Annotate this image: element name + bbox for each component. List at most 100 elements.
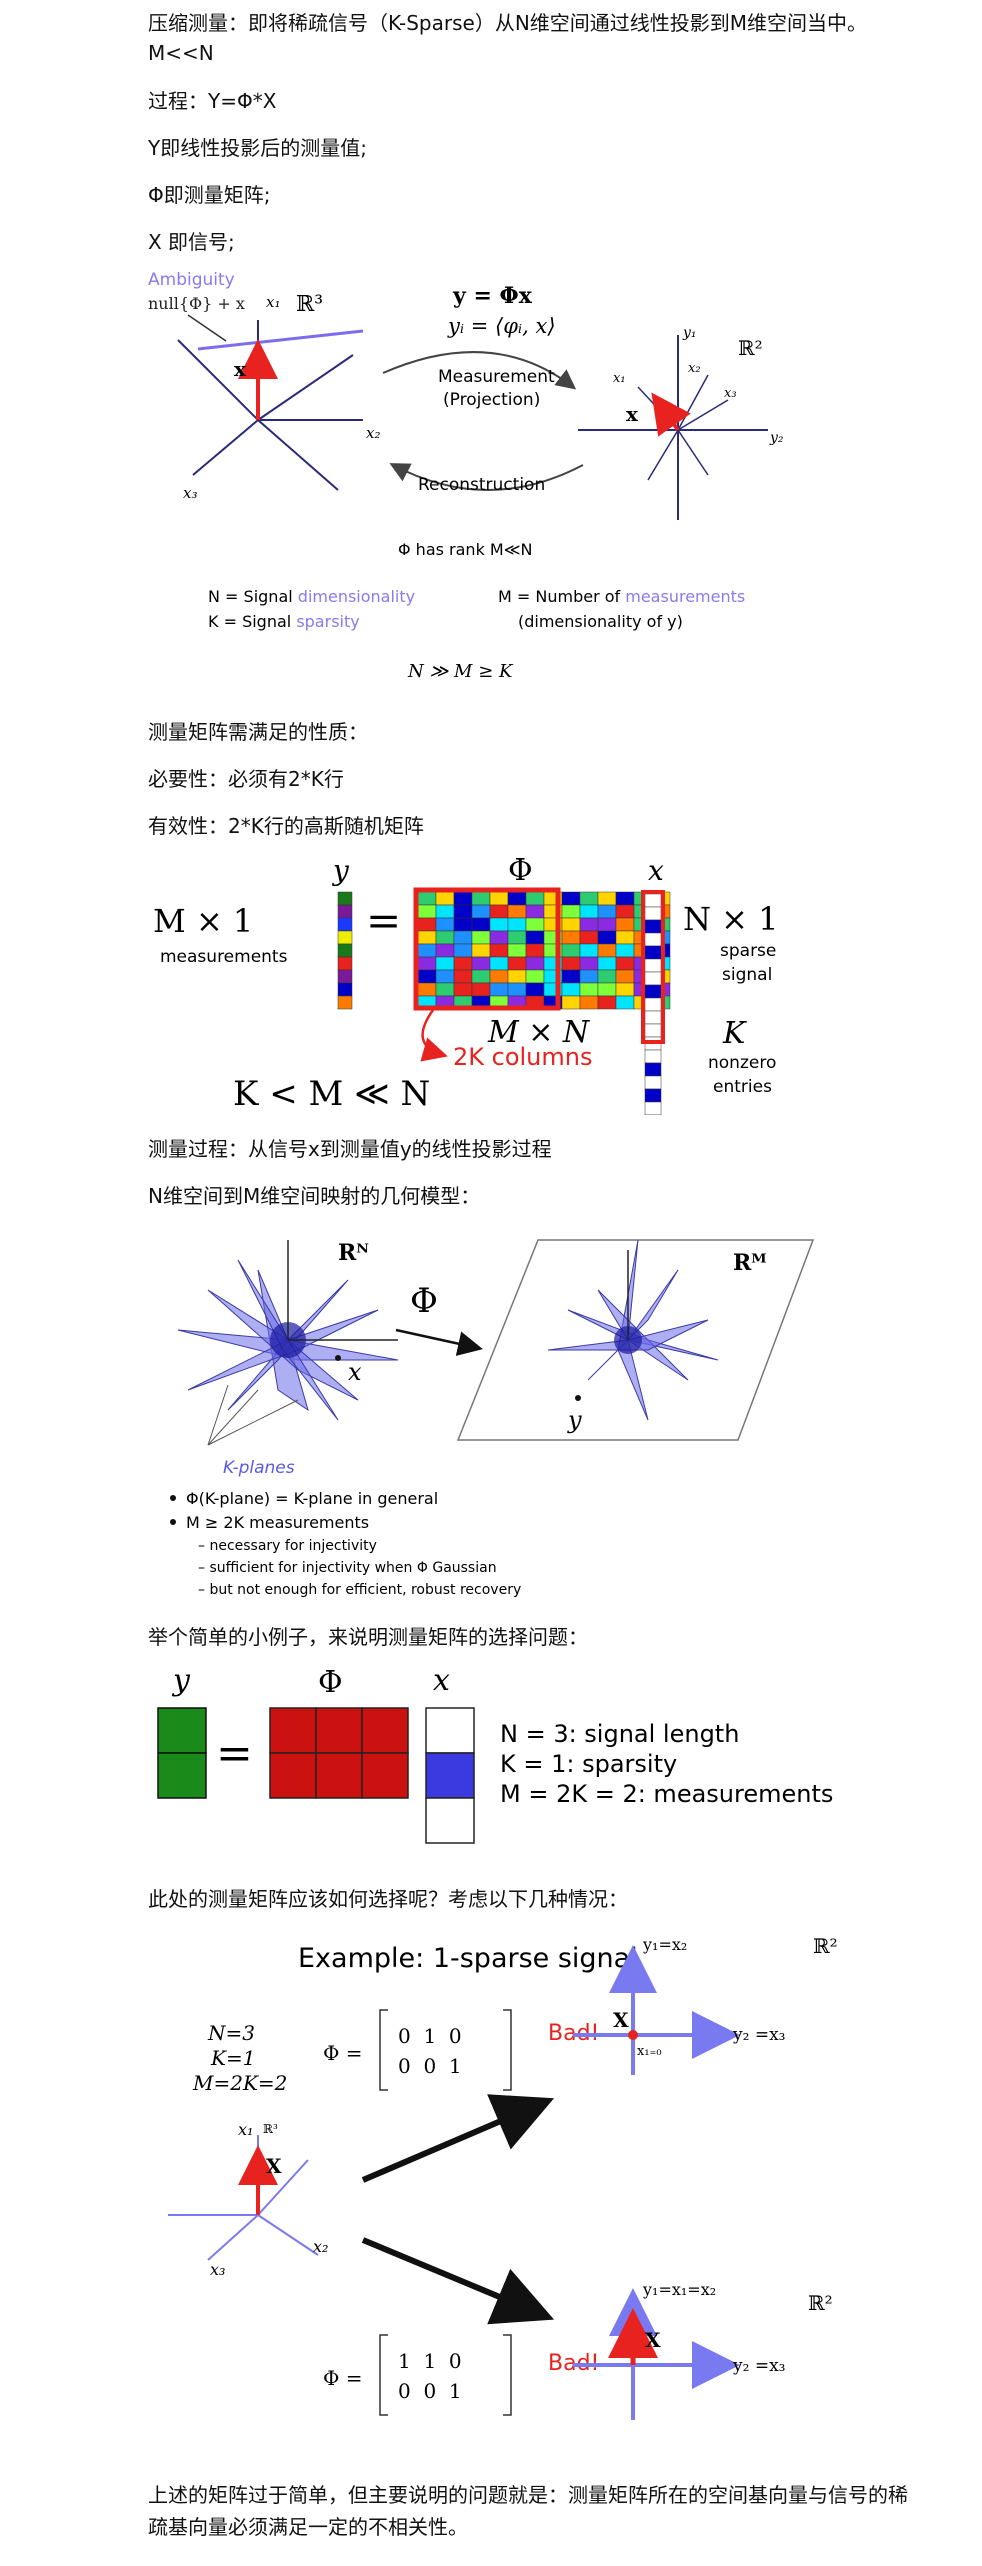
equals-sign: = [216,1728,253,1779]
measurement-arrow [382,351,577,390]
x3-axis-label: x₃ [183,484,197,502]
phi-matrix-cell [417,904,437,919]
left-3d-axes [168,2135,319,2261]
x-point-label: x [348,1358,362,1386]
rm-plane [456,1239,815,1441]
y-vector-cell [337,995,353,1010]
x-symbol: x [648,854,664,887]
phi-matrix-cell [507,969,527,984]
phi-matrix-cell [579,917,599,932]
bullet-1 [170,1495,176,1501]
phi-matrix-cell [507,891,527,906]
phi-matrix-cell [615,969,635,984]
y-cell-2 [157,1752,207,1799]
phi-matrix-cell [507,930,527,945]
phi-matrix-cell [471,969,491,984]
y1-x1-x2-label: y₁=x₁=x₂ [642,2280,716,2299]
phi-matrix-cell [453,969,473,984]
kplane-pointer-1 [207,1384,229,1446]
simple-example-diagram: y Φ x = N = 3: signal length K = 1: spar… [157,1663,833,1844]
phi-matrix-cell [453,982,473,997]
sparse-label: sparse [720,941,776,961]
phi-matrix-cell [489,969,509,984]
y-vector-cell [337,956,353,971]
phi-symbol: Φ [318,1665,343,1700]
arrow-to-case-2 [361,2237,555,2325]
x1-small-label: x₁ [613,371,626,386]
phi-2x3-matrix [269,1707,409,1799]
k-m-n-inequality: K < M ≪ N [233,1074,430,1114]
x-label-left: X [266,2154,282,2178]
sub-bullet-3: – but not enough for efficient, robust r… [198,1582,521,1598]
ambiguity-pointer [187,314,227,342]
phi-matrix-cell [435,904,455,919]
phi-matrix-cell [597,930,617,945]
phi-matrix-cell [597,982,617,997]
x-vector-cell [644,945,662,960]
x1-zero-label: x₁₌₀ [637,2044,662,2059]
y-vector-cell [337,982,353,997]
bullet-2-text: M ≥ 2K measurements [186,1513,369,1532]
phi-matrix-cell [525,956,545,971]
phi-matrix-cell [507,956,527,971]
sparsity-label: K = 1: sparsity [500,1750,677,1778]
k-planes-label: K-planes [223,1458,295,1478]
rn-label: Rᴺ [338,1240,369,1266]
phi-matrix-cell [453,956,473,971]
phi-matrix-cell [615,956,635,971]
phi-matrix-cell [471,982,491,997]
phi-1-row-1: 0 1 0 [398,2024,462,2048]
y-vector-cell [337,930,353,945]
phi-matrix-cell [453,943,473,958]
m-by-1-label: M × 1 [153,902,253,940]
measurements-count-label: M = 2K = 2: measurements [500,1780,833,1808]
phi-matrix-cell [489,982,509,997]
x-label-top: X [613,2008,629,2032]
null-space-line [197,329,364,351]
n3-label: N=3 [207,2021,255,2045]
phi-matrix-cell [597,956,617,971]
phi-matrix [417,891,671,1010]
phi-2-row-1: 1 1 0 [398,2349,462,2373]
phi-matrix-cell [597,904,617,919]
phi-matrix-cell [525,982,545,997]
phi-matrix-cell [561,904,581,919]
x-point [335,1355,341,1361]
null-space-label: null{Φ} + x [148,294,245,313]
r3-label-left: ℝ³ [263,2122,278,2136]
phi-matrix-cell [561,982,581,997]
phi-2-symbol: Φ = [323,2366,363,2390]
x-vector-cell [644,1101,662,1115]
2k-columns-arrow [420,1009,448,1062]
intro-paragraph: 压缩测量：即将稀疏信号（K-Sparse）从N维空间通过线性投影到M维空间当中。 [148,11,868,35]
phi-matrix-cell [579,956,599,971]
process-line: 过程：Y=Φ*X [148,89,277,113]
phi-matrix-cell [417,982,437,997]
kplane-pointer-2 [207,1389,259,1446]
phi-matrix-cell [435,930,455,945]
r2-label-top: ℝ² [813,1934,838,1958]
x-vector-cell [644,971,662,986]
nonzero-label: nonzero [708,1053,776,1073]
signal-length-label: N = 3: signal length [500,1720,739,1748]
reconstruction-arrow [389,463,584,491]
y1-x2-label: y₁=x₂ [642,1935,687,1954]
2k-columns-label: 2K columns [453,1043,593,1071]
phi-matrix-cell [489,917,509,932]
example-title: Example: 1-sparse signal [298,1943,638,1974]
properties-heading: 测量矩阵需满足的性质： [148,720,368,744]
phi-matrix-cell [507,904,527,919]
measurement-diagram: Ambiguity null{Φ} + x x₁ ℝ³ x x₂ x₃ y = … [148,270,784,682]
phi-matrix-cell [507,982,527,997]
bullet-2 [170,1519,176,1525]
phi-matrix-cell [525,969,545,984]
phi-matrix-cell [471,917,491,932]
k1-label: K=1 [210,2046,255,2070]
equation-y-phi-x: y = Φx [452,283,533,309]
phi-matrix-cell [597,891,617,906]
y-vector-cell [337,969,353,984]
phi-matrix-cell [453,930,473,945]
phi-matrix-cell [615,930,635,945]
x-support-highlight [641,890,665,1044]
y-symbol: y [171,1663,191,1698]
